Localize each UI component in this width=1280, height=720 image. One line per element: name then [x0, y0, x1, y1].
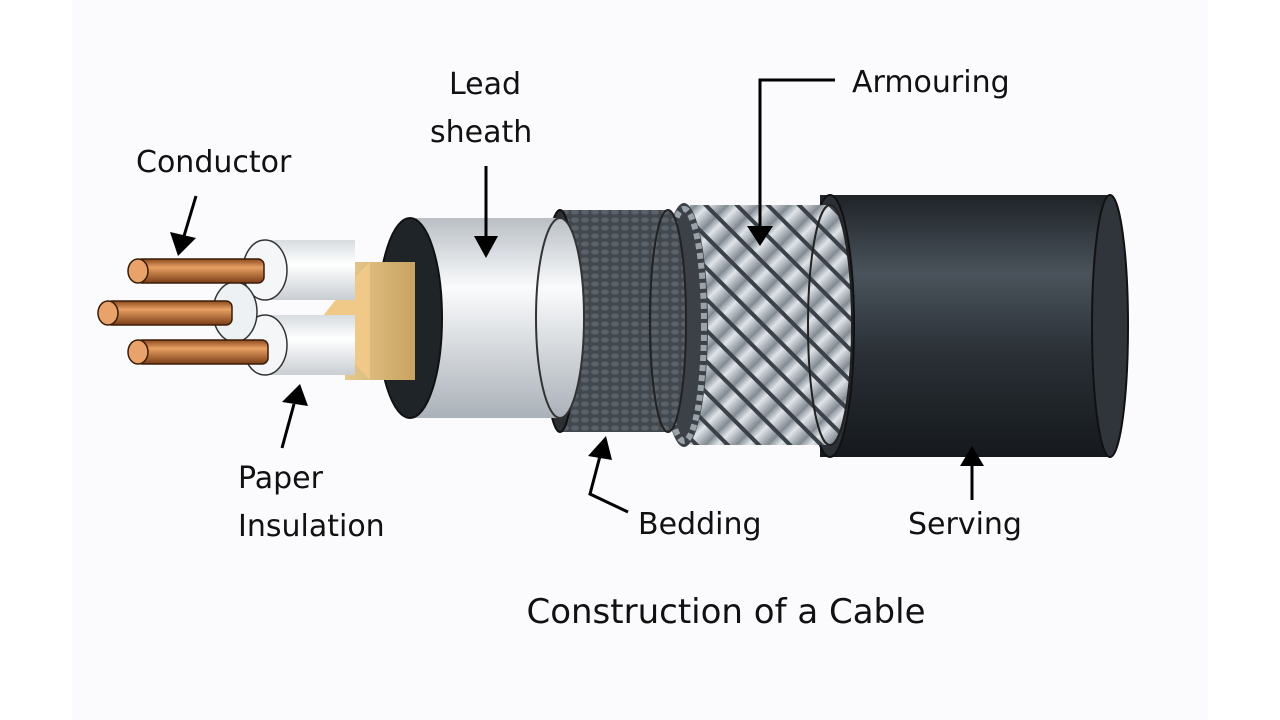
conductors — [97, 258, 269, 365]
lead-sheath-label-line1: Lead — [449, 67, 522, 102]
paper-insulation-label-line1: Paper — [238, 461, 323, 496]
conductor-label: Conductor — [136, 145, 292, 180]
lead-sheath-label-line2: sheath — [430, 115, 533, 150]
armouring-label: Armouring — [852, 65, 1010, 100]
serving-layer — [805, 194, 1129, 458]
lead-sheath-arrow — [474, 166, 498, 258]
paper-insulation-label-line2: Insulation — [238, 509, 385, 544]
bedding-label: Bedding — [638, 507, 762, 542]
conductor-arrow — [170, 195, 198, 256]
bedding-arrow — [588, 436, 629, 514]
serving-arrow — [960, 446, 984, 500]
armouring-layer — [690, 204, 853, 446]
armouring-arrow — [747, 78, 835, 246]
serving-label: Serving — [908, 507, 1022, 542]
diagram-title: Construction of a Cable — [526, 592, 926, 632]
paper-insulation-arrow — [280, 384, 308, 449]
